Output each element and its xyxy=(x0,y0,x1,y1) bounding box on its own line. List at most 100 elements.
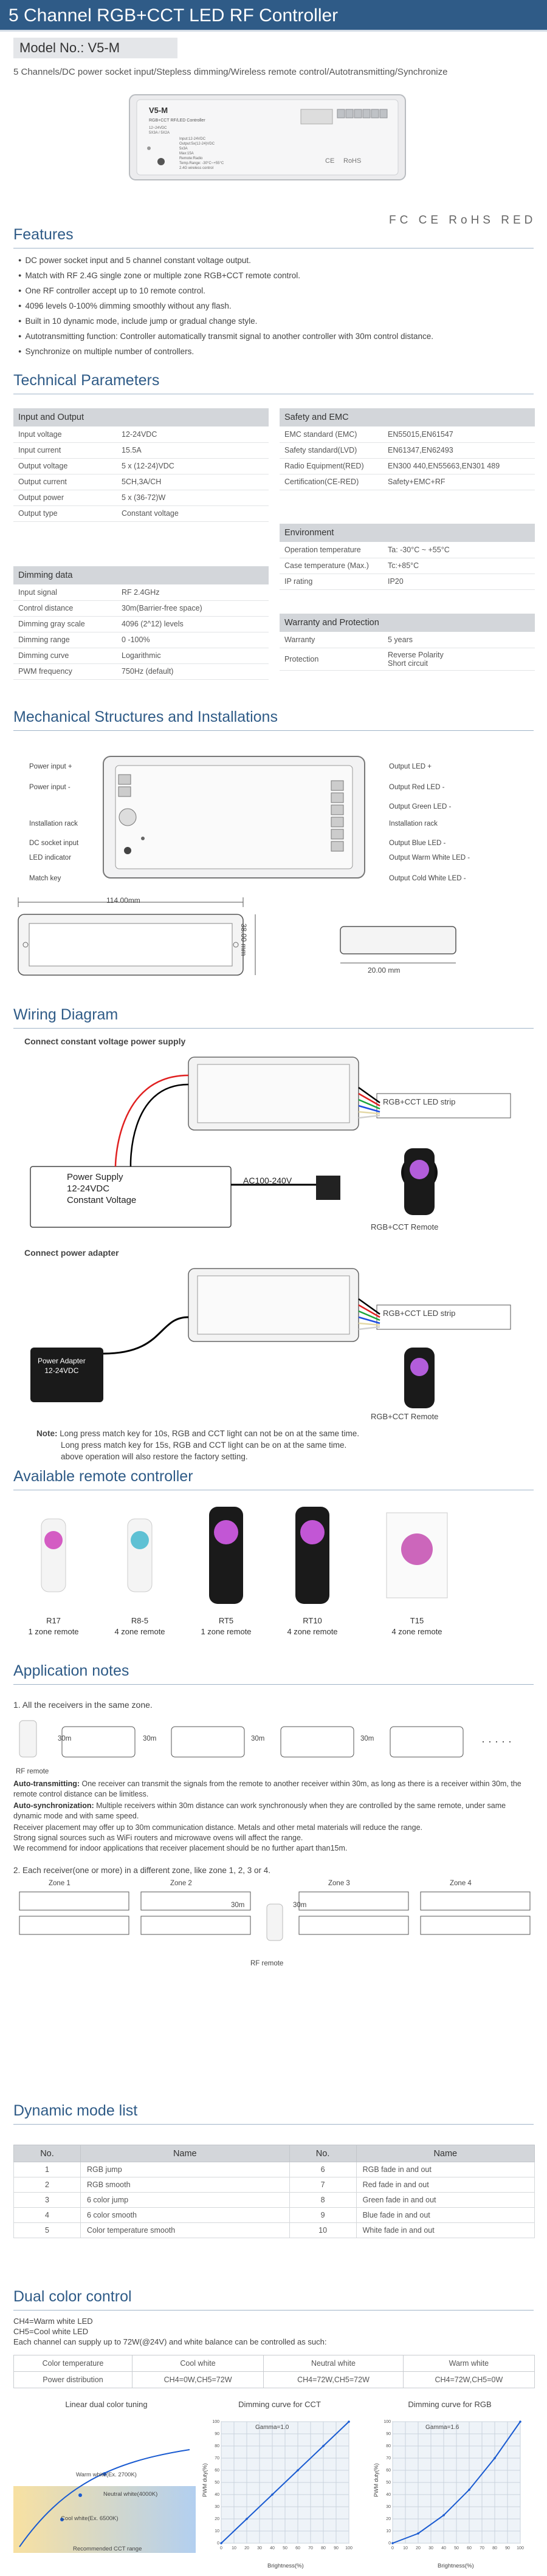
label-installation-rack: Installation rack xyxy=(29,820,78,827)
feature-item: 4096 levels 0-100% dimming smoothly with… xyxy=(18,298,433,313)
match-key-button xyxy=(157,158,165,165)
x-tick-label: 70 xyxy=(480,2546,484,2550)
label-output-cold-white: Output Cold White LED - xyxy=(389,875,466,882)
section-divider xyxy=(13,2124,534,2125)
cct-dimming-curve-chart: 0010102020303040405050606070708080909010… xyxy=(212,2420,353,2550)
curve-line xyxy=(392,2421,521,2544)
r17-remote-icon xyxy=(41,1518,66,1592)
x-tick-label: 30 xyxy=(257,2546,262,2550)
curve-point xyxy=(220,2542,222,2544)
x-tick-label: 80 xyxy=(321,2546,326,2550)
t15-wall-panel-icon xyxy=(386,1512,448,1598)
curve-point xyxy=(297,2469,299,2472)
ac-input-label: AC100-240V xyxy=(243,1176,292,1185)
linear-chart-title: Linear dual color tuning xyxy=(65,2400,148,2409)
rgb-chart-title: Dimming curve for RGB xyxy=(408,2400,492,2409)
svg-text:5x3A: 5x3A xyxy=(179,147,188,151)
x-tick-label: 20 xyxy=(244,2546,249,2550)
dimension-height: 38.00 mm xyxy=(239,923,248,956)
svg-text:Output:5x(12-24)VDC: Output:5x(12-24)VDC xyxy=(179,142,215,146)
dimension-drawing xyxy=(18,897,456,976)
model-number: Model No.: V5-M xyxy=(13,38,177,58)
y-tick-label: 90 xyxy=(386,2432,391,2436)
svg-text:Max:15A: Max:15A xyxy=(179,152,194,156)
rf-remote-label-2: RF remote xyxy=(250,1960,284,1967)
wiring-adapter-title: Connect power adapter xyxy=(24,1248,119,1258)
y-tick-label: 40 xyxy=(215,2493,219,2497)
cct-ylabel: PWM duty(%) xyxy=(202,2463,208,2497)
y-tick-label: 80 xyxy=(215,2444,219,2448)
rohs-mark: RoHS xyxy=(343,157,361,165)
x-tick-label: 0 xyxy=(220,2546,222,2550)
x-tick-label: 100 xyxy=(345,2546,353,2550)
label-power-input-plus: Power input + xyxy=(29,763,72,770)
curve-point xyxy=(391,2542,394,2544)
x-tick-label: 70 xyxy=(308,2546,313,2550)
wiring-note: Note: Long press match key for 10s, RGB … xyxy=(36,1429,360,1461)
x-tick-label: 60 xyxy=(295,2546,300,2550)
x-tick-label: 100 xyxy=(517,2546,524,2550)
multi-zone-diagram xyxy=(19,1891,531,1941)
y-tick-label: 40 xyxy=(386,2493,391,2497)
linear-tuning-chart xyxy=(13,2449,196,2553)
label-output-warm-white: Output Warm White LED - xyxy=(389,854,470,862)
rgb-ylabel: PWM duty(%) xyxy=(373,2463,379,2497)
curve-line xyxy=(221,2421,349,2544)
x-tick-label: 30 xyxy=(428,2546,433,2550)
svg-text:RGB+CCT RF/LED Controller: RGB+CCT RF/LED Controller xyxy=(149,118,205,123)
y-tick-label: 90 xyxy=(215,2432,219,2436)
feature-item: Autotransmitting function: Controller au… xyxy=(18,329,433,344)
y-tick-label: 20 xyxy=(386,2517,391,2521)
device-brand: V5-M xyxy=(149,106,168,115)
feature-item: DC power socket input and 5 channel cons… xyxy=(18,253,433,268)
y-tick-label: 50 xyxy=(215,2481,219,2485)
label-power-input-minus: Power input - xyxy=(29,784,71,791)
y-tick-label: 0 xyxy=(217,2541,219,2546)
r85-remote-icon xyxy=(127,1518,153,1592)
svg-text:Temp.Range: -30°C~+55°C: Temp.Range: -30°C~+55°C xyxy=(179,162,224,165)
x-tick-label: 40 xyxy=(441,2546,446,2550)
adapter-wiring-diagram xyxy=(30,1268,511,1408)
remotes-title: Available remote controller xyxy=(13,1468,193,1485)
cct-gamma-label: Gamma=1.0 xyxy=(255,2424,289,2431)
feature-item: Synchronize on multiple number of contro… xyxy=(18,344,433,359)
x-tick-label: 90 xyxy=(334,2546,339,2550)
section-divider xyxy=(13,2310,534,2311)
x-tick-label: 60 xyxy=(467,2546,472,2550)
controller-front-diagram xyxy=(103,756,365,879)
section-divider xyxy=(13,730,534,731)
curve-point xyxy=(519,2420,521,2423)
svg-text:2.4G wireless control: 2.4G wireless control xyxy=(179,166,213,170)
controller-product-image: V5-M RGB+CCT RF/LED Controller 12~24VDC … xyxy=(129,94,406,180)
label-led-indicator: LED indicator xyxy=(29,854,72,862)
section-divider xyxy=(13,1028,534,1029)
range-notes: Receiver placement may offer up to 30m c… xyxy=(13,1823,423,1852)
rgb-dimming-curve-chart: 0010102020303040405050606070708080909010… xyxy=(384,2420,524,2550)
certification-marks: FC CE RoHS RED xyxy=(389,214,537,227)
led-indicator xyxy=(147,146,151,150)
page-title-banner: 5 Channel RGB+CCT LED RF Controller xyxy=(0,0,547,32)
remote-label: RGB+CCT Remote xyxy=(371,1222,439,1231)
application-note-2: 2. Each receiver(one or more) in a diffe… xyxy=(13,1866,270,1875)
feature-item: Built in 10 dynamic mode, include jump o… xyxy=(18,313,433,329)
rt5-remote-icon xyxy=(209,1507,243,1604)
remote-rt5: RT5 1 zone remote xyxy=(184,1495,269,1653)
ce-mark: CE xyxy=(325,157,334,165)
curve-point xyxy=(442,2514,445,2516)
label-match-key: Match key xyxy=(29,875,61,882)
remote-r17: R17 1 zone remote xyxy=(11,1495,96,1653)
modes-title: Dynamic mode list xyxy=(13,2102,138,2119)
same-zone-diagram: · · · · · xyxy=(19,1720,512,1758)
curve-point xyxy=(271,2493,274,2496)
rf-remote-label: RF remote xyxy=(16,1768,49,1775)
led-strip-label-2: RGB+CCT LED strip xyxy=(383,1309,456,1318)
